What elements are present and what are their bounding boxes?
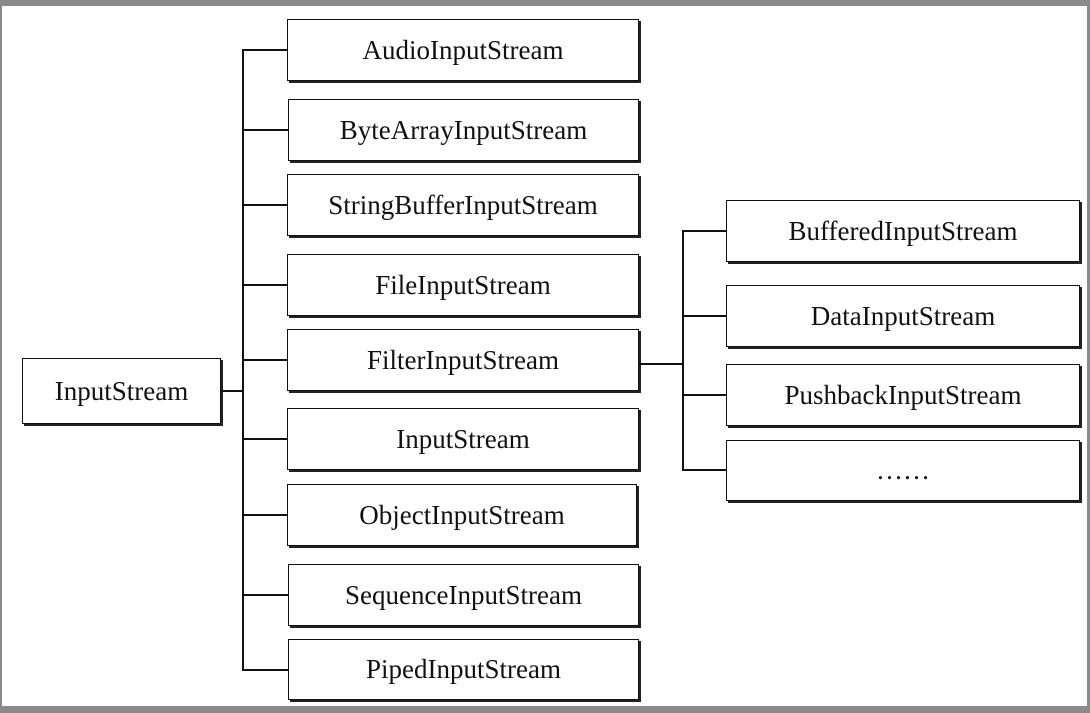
filter-connector <box>639 363 684 365</box>
branch-connector <box>682 394 727 396</box>
filter-trunk <box>682 231 684 471</box>
node-datainputstream: DataInputStream <box>726 285 1080 347</box>
node-bytearrayinputstream: ByteArrayInputStream <box>288 99 639 161</box>
node-label: InputStream <box>396 423 530 454</box>
node-audioinputstream: AudioInputStream <box>287 19 639 81</box>
branch-connector <box>242 359 288 361</box>
branch-connector <box>242 594 289 596</box>
node-label: SequenceInputStream <box>345 579 582 610</box>
node-pushbackinputstream: PushbackInputStream <box>726 364 1080 426</box>
branch-connector <box>682 315 727 317</box>
node-label: PushbackInputStream <box>784 379 1022 410</box>
branch-connector <box>242 284 288 286</box>
node-sequenceinputstream: SequenceInputStream <box>288 564 639 626</box>
node-label: FilterInputStream <box>367 344 559 375</box>
root-node-inputstream: InputStream <box>22 358 221 424</box>
node-label: AudioInputStream <box>362 34 564 65</box>
node-inputstream: InputStream <box>287 408 639 470</box>
node-pipedinputstream: PipedInputStream <box>288 639 639 700</box>
node-fileinputstream: FileInputStream <box>287 254 639 316</box>
node-label: InputStream <box>54 375 189 406</box>
node-ellipsis: …… <box>726 440 1080 501</box>
node-label: FileInputStream <box>375 269 551 300</box>
node-stringbufferinputstream: StringBufferInputStream <box>287 174 639 236</box>
root-connector <box>221 390 244 392</box>
node-label: …… <box>876 455 930 485</box>
node-label: DataInputStream <box>810 300 996 331</box>
node-label: PipedInputStream <box>366 654 561 684</box>
branch-connector <box>242 49 288 51</box>
branch-connector <box>682 469 727 471</box>
branch-connector <box>242 129 289 131</box>
node-label: ObjectInputStream <box>359 499 565 530</box>
node-label: StringBufferInputStream <box>328 189 598 220</box>
branch-connector <box>242 669 289 671</box>
branch-connector <box>682 230 727 232</box>
node-filterinputstream: FilterInputStream <box>287 329 639 391</box>
node-objectinputstream: ObjectInputStream <box>287 484 637 546</box>
branch-connector <box>242 438 288 440</box>
node-label: ByteArrayInputStream <box>339 114 588 145</box>
branch-connector <box>242 514 288 516</box>
node-bufferedinputstream: BufferedInputStream <box>726 200 1080 262</box>
node-label: BufferedInputStream <box>788 215 1018 246</box>
branch-connector <box>242 204 288 206</box>
